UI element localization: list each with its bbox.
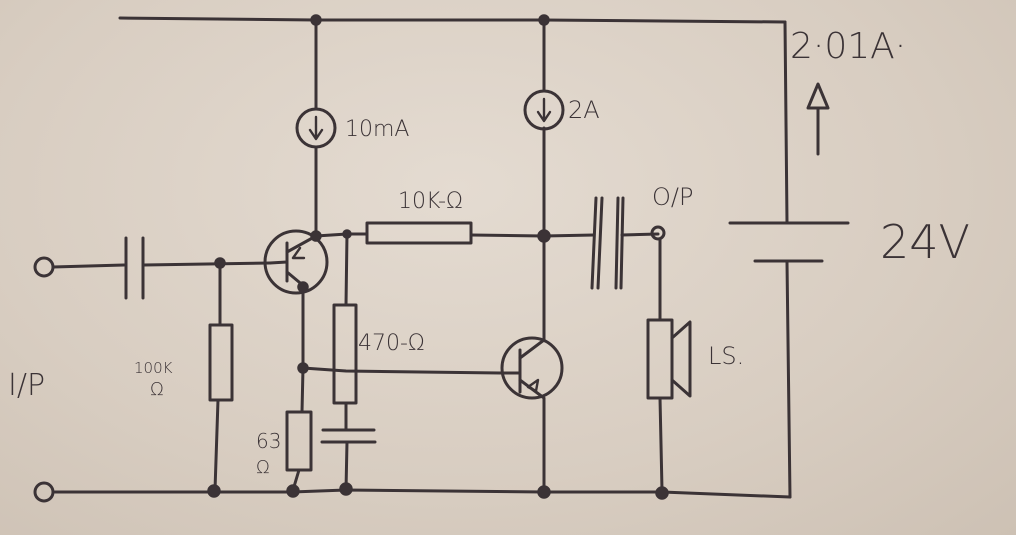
resistor-63 (285, 410, 313, 472)
node-bottom-2 (286, 484, 300, 498)
wire-speaker (658, 237, 664, 492)
output-terminal (650, 225, 666, 241)
current-source-10ma (295, 107, 337, 149)
resistor-100k-value: 100K (134, 359, 173, 377)
supply-current-label: 2·01A· (790, 26, 906, 67)
wire-to-out-cap (542, 233, 596, 238)
input-label: I/P (8, 368, 45, 403)
node-t1-low (297, 281, 309, 293)
transistor-1-arrow (291, 246, 306, 260)
arrow-10ma-icon (308, 115, 324, 141)
input-capacitor (124, 236, 145, 300)
transistor-2-arrow (526, 378, 540, 393)
current-source-1-label: 10mA (345, 117, 409, 142)
resistor-100k-unit: Ω (150, 379, 164, 400)
current-source-2-label: 2A (568, 96, 600, 124)
resistor-470 (332, 303, 358, 405)
junction-nodes (207, 14, 669, 500)
wire-100k (213, 261, 222, 492)
node-bottom-4 (537, 485, 551, 499)
input-wire (51, 263, 126, 269)
input-wire-2 (142, 261, 272, 267)
current-source-2a (523, 89, 565, 131)
transistor-1 (263, 229, 329, 295)
supply-voltage-label: 24V (880, 215, 970, 269)
wire-470 (344, 232, 349, 432)
resistor-10k-label: 10K-Ω (398, 189, 463, 214)
bottom-rail (53, 488, 792, 499)
resistor-10k (365, 221, 473, 245)
resistor-63-value: 63 (256, 429, 281, 453)
node-bottom-1 (207, 484, 221, 498)
input-terminal-top (33, 256, 55, 278)
wire-cap-ground (344, 440, 349, 492)
transistor-1-base (268, 241, 289, 283)
wire-10k-to-out (469, 233, 546, 238)
transistor-2-leads (518, 338, 546, 492)
input-terminal-bottom (33, 481, 55, 503)
wire-t1-down (300, 285, 305, 414)
node-t2-base (297, 362, 309, 374)
node-bottom-5 (655, 486, 669, 500)
resistor-470-label: 470-Ω (358, 331, 425, 356)
bypass-capacitor (320, 428, 377, 444)
top-rail (118, 16, 787, 24)
supply-current-arrow-icon (806, 82, 830, 156)
transistor-1-leads (285, 234, 318, 289)
output-label: O/P (652, 183, 693, 211)
wire-to-t2-base (301, 366, 522, 375)
resistor-63-unit: Ω (256, 457, 270, 478)
node-output (537, 229, 551, 243)
arrow-2a-icon (536, 97, 552, 123)
resistor-100k (208, 323, 234, 402)
node-top-2 (538, 14, 550, 26)
node-bottom-3 (339, 482, 353, 496)
node-t1 (310, 230, 322, 242)
node-470-top (342, 229, 352, 239)
loudspeaker-label: LS. (708, 342, 744, 370)
output-capacitor (590, 196, 625, 290)
loudspeaker-cone (670, 320, 692, 398)
node-top-1 (310, 14, 322, 26)
loudspeaker-coil (646, 318, 674, 400)
wire-t1-to-10k (314, 232, 369, 238)
node-input (214, 257, 226, 269)
supply-wire-right (783, 20, 792, 499)
transistor-2 (500, 336, 564, 400)
